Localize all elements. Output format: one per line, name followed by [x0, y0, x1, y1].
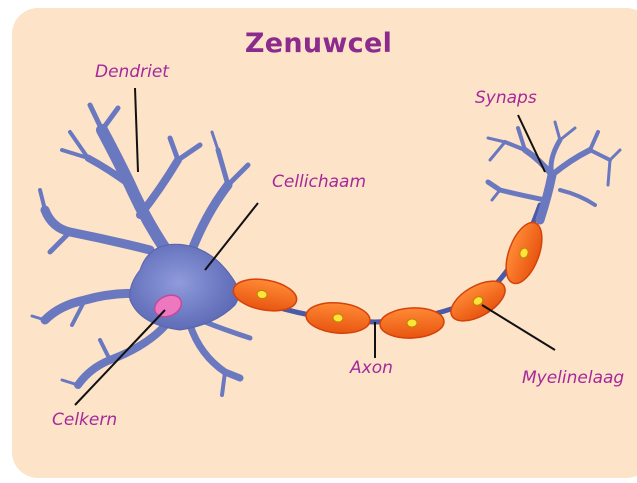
label-axon: Axon: [350, 358, 393, 378]
myelin-dot: [333, 314, 344, 323]
label-dendrite: Dendriet: [95, 62, 169, 82]
diagram-title: Zenuwcel: [0, 28, 637, 59]
label-myelin: Myelinelaag: [522, 368, 624, 388]
label-synapse: Synaps: [475, 88, 537, 108]
myelin-dot: [407, 319, 417, 328]
label-cell-body: Cellichaam: [272, 172, 366, 192]
label-nucleus: Celkern: [52, 410, 117, 430]
